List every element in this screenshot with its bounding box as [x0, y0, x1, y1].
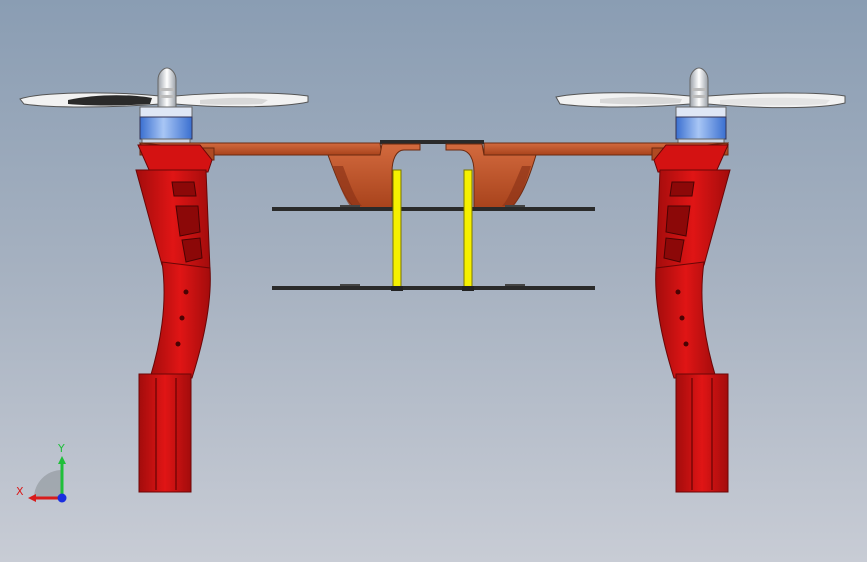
standoffs[interactable]	[391, 169, 474, 291]
lower-plate[interactable]	[272, 284, 595, 290]
left-prop-hub	[157, 67, 177, 109]
y-axis-label: Y	[57, 442, 65, 455]
z-axis-dot	[57, 493, 67, 503]
x-arrow-head	[28, 494, 36, 502]
left-propeller[interactable]	[19, 92, 309, 108]
triad-plane-indicator	[34, 470, 62, 498]
x-axis-label: X	[16, 485, 24, 498]
right-motor[interactable]	[675, 106, 727, 145]
frame-arms[interactable]	[139, 140, 730, 209]
coordinate-triad-icon[interactable]: X Y	[14, 440, 84, 510]
left-landing-gear[interactable]	[135, 144, 213, 493]
y-arrow-head	[58, 456, 66, 464]
right-landing-gear[interactable]	[653, 144, 731, 493]
upper-plate[interactable]	[272, 205, 595, 211]
left-motor[interactable]	[139, 106, 193, 145]
right-prop-hub	[689, 67, 709, 109]
